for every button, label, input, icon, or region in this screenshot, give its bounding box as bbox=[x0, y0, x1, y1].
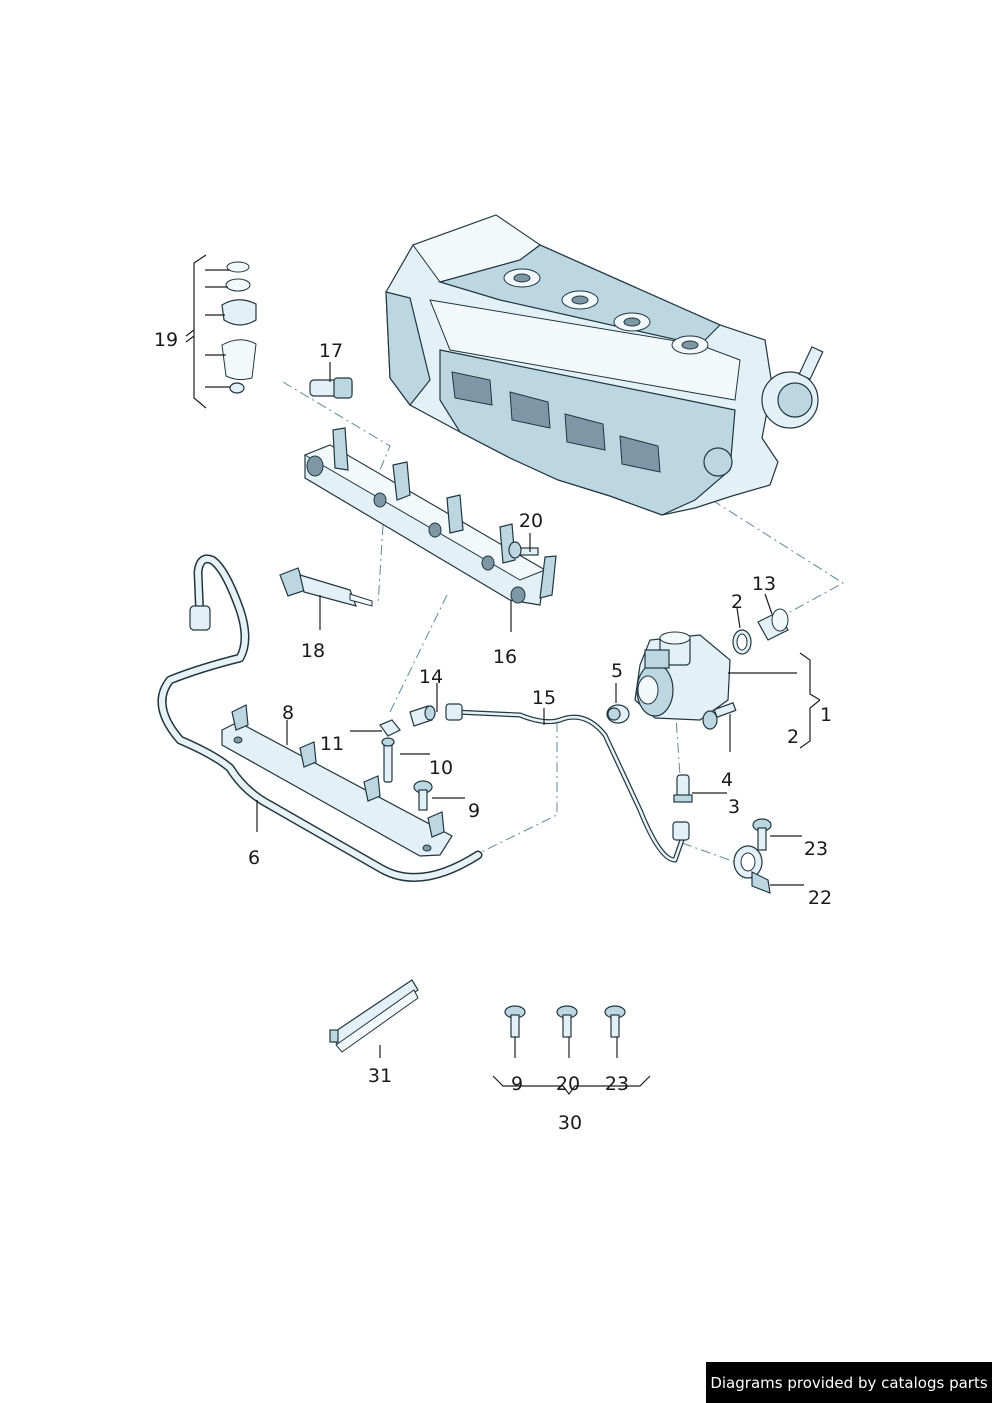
label-1: 1 bbox=[820, 704, 832, 726]
fuel-hose bbox=[157, 554, 483, 882]
label-22: 22 bbox=[808, 887, 832, 909]
pump-seals bbox=[606, 608, 789, 724]
label-9: 9 bbox=[468, 800, 480, 822]
label-4: 4 bbox=[721, 769, 733, 791]
bolts bbox=[413, 541, 772, 851]
label-23: 23 bbox=[605, 1073, 629, 1095]
credit-banner: Diagrams provided by catalogs parts bbox=[706, 1362, 992, 1403]
sensors bbox=[279, 377, 373, 607]
label-2: 2 bbox=[731, 591, 743, 613]
exhaust-ports bbox=[451, 371, 661, 473]
label-6: 6 bbox=[248, 847, 260, 869]
camshaft-caps bbox=[503, 268, 709, 355]
label-11: 11 bbox=[320, 733, 344, 755]
label-10: 10 bbox=[429, 757, 453, 779]
label-17: 17 bbox=[319, 340, 343, 362]
label-15: 15 bbox=[532, 687, 556, 709]
label-19: 19 bbox=[154, 329, 178, 351]
part-number-labels: 19 17 20 13 2 18 16 5 14 15 1 8 2 11 10 … bbox=[154, 329, 832, 1134]
assembly-lines bbox=[282, 381, 844, 863]
vacuum-pump bbox=[761, 346, 824, 429]
fuel-rail bbox=[303, 427, 557, 606]
leader-lines bbox=[185, 254, 821, 1095]
label-20: 20 bbox=[519, 510, 543, 532]
label-18: 18 bbox=[301, 640, 325, 662]
retaining-bracket bbox=[221, 704, 453, 857]
fittings bbox=[379, 705, 436, 783]
high-pressure-line bbox=[445, 703, 690, 863]
label-20: 20 bbox=[556, 1073, 580, 1095]
seal-kit bbox=[221, 261, 257, 394]
label-23: 23 bbox=[804, 838, 828, 860]
label-9: 9 bbox=[511, 1073, 523, 1095]
label-3: 3 bbox=[728, 796, 740, 818]
label-5: 5 bbox=[611, 660, 623, 682]
cylinder-head bbox=[385, 214, 824, 516]
label-30: 30 bbox=[558, 1112, 582, 1134]
label-8: 8 bbox=[282, 702, 294, 724]
label-31: 31 bbox=[368, 1065, 392, 1087]
pipe-clip bbox=[733, 845, 771, 894]
label-16: 16 bbox=[493, 646, 517, 668]
label-13: 13 bbox=[752, 573, 776, 595]
bolt-set bbox=[504, 1005, 626, 1038]
label-2: 2 bbox=[787, 726, 799, 748]
high-pressure-pump bbox=[634, 631, 731, 721]
label-14: 14 bbox=[419, 666, 443, 688]
assembly-tool bbox=[329, 979, 419, 1053]
